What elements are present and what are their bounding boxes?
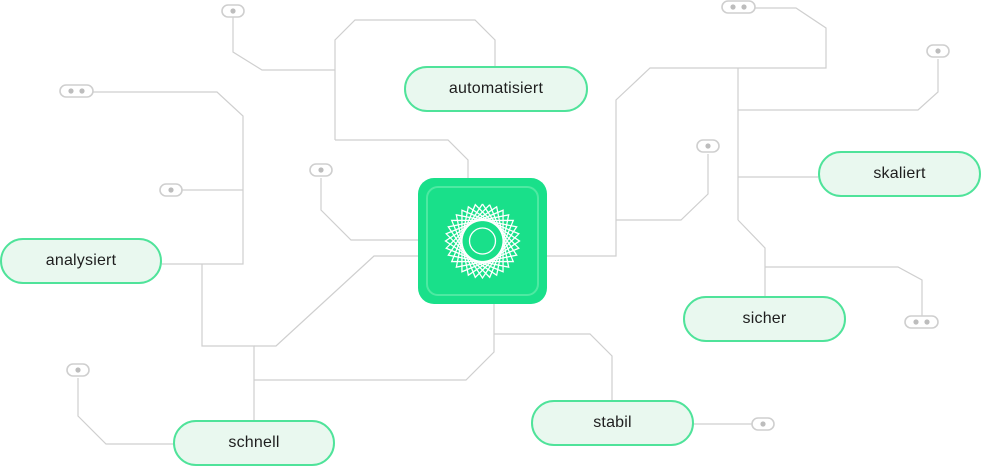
node-sicher[interactable]: sicher (683, 296, 846, 342)
wire (232, 16, 335, 71)
wire (93, 91, 244, 265)
wire (737, 219, 766, 296)
wire (765, 266, 923, 316)
wire (77, 378, 174, 445)
wire (254, 304, 495, 381)
node-label: schnell (228, 434, 280, 451)
connector-dot-icon (59, 84, 94, 98)
node-analysiert[interactable]: analysiert (0, 238, 162, 284)
node-skaliert[interactable]: skaliert (818, 151, 981, 197)
node-label: analysiert (45, 252, 117, 269)
connector-dot-icon (904, 315, 939, 329)
rosette-star (444, 203, 521, 280)
wire (547, 7, 827, 257)
connector-dots (59, 0, 950, 431)
wire (254, 255, 418, 347)
hub-inner-frame (426, 186, 539, 296)
wire (201, 264, 255, 420)
wire (738, 59, 939, 111)
node-label: sicher (742, 310, 787, 327)
wire (334, 19, 496, 140)
connector-dot-icon (721, 0, 756, 14)
node-label: skaliert (873, 165, 926, 182)
hub-block[interactable] (418, 178, 547, 304)
node-label: automatisiert (448, 80, 544, 97)
wire (616, 154, 709, 221)
wire (494, 333, 613, 400)
rosette-star (445, 203, 520, 279)
wire-lines (77, 7, 939, 445)
node-automatisiert[interactable]: automatisiert (404, 66, 588, 112)
geometric-star-icon (444, 203, 521, 280)
connector-pins (68, 4, 941, 427)
node-label: stabil (593, 414, 632, 431)
node-stabil[interactable]: stabil (531, 400, 694, 446)
node-schnell[interactable]: schnell (173, 420, 335, 466)
wire (320, 178, 418, 241)
rosette-center (468, 227, 497, 255)
wire (335, 139, 469, 178)
